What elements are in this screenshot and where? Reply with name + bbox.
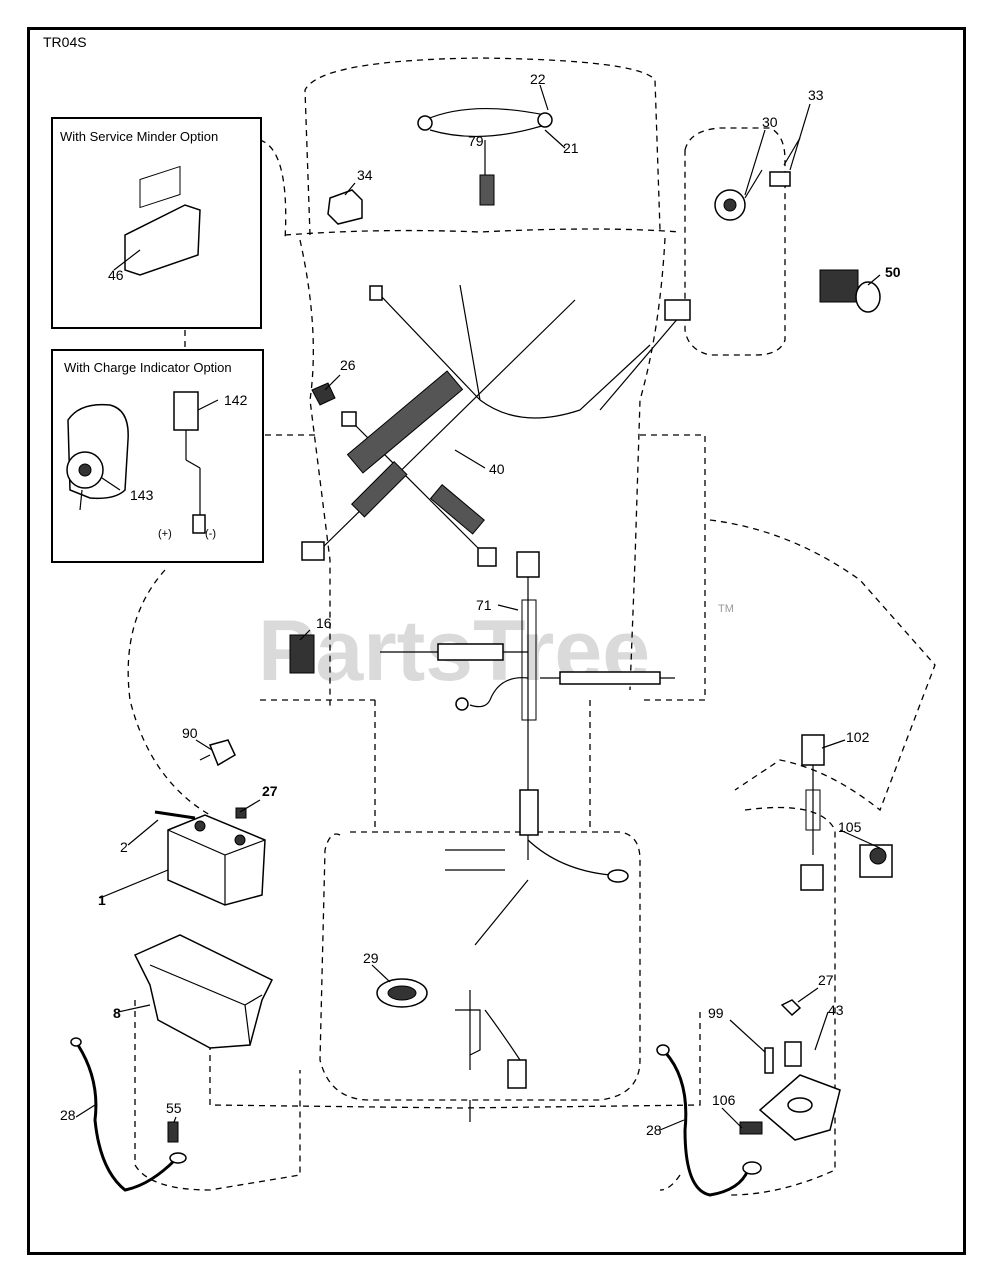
clip-106: [739, 1121, 763, 1135]
right-fender-outline: [709, 519, 936, 812]
polarity-plus: (+): [158, 528, 172, 540]
callout-102: 102: [846, 729, 870, 745]
battery-nut: [235, 807, 247, 819]
relay-harness-102: [800, 734, 825, 891]
charge-indicator-title: With Charge Indicator Option: [64, 360, 232, 375]
fuse-26: [311, 382, 336, 406]
component-16: [289, 634, 315, 674]
ignition-key: [769, 137, 801, 187]
callout-46: 46: [108, 267, 124, 283]
service-minder-module-icon: [124, 165, 201, 276]
bolt-55: [167, 1121, 179, 1143]
callout-143: 143: [130, 487, 154, 503]
bolt-99: [764, 1047, 774, 1074]
callout-27-battery: 27: [262, 783, 278, 799]
battery: [167, 814, 266, 906]
callout-55: 55: [166, 1100, 182, 1116]
pto-switch: [819, 269, 881, 313]
callout-40: 40: [489, 461, 505, 477]
callout-71: 71: [476, 597, 492, 613]
hood-outline: [304, 57, 661, 236]
switch-90: [199, 739, 236, 767]
polarity-minus: (-): [205, 528, 216, 540]
charge-indicator-harness-icon: [173, 391, 206, 534]
nut-27: [780, 999, 802, 1017]
callout-28-right: 28: [646, 1122, 662, 1138]
callout-30: 30: [762, 114, 778, 130]
callout-28-left: 28: [60, 1107, 76, 1123]
solenoid-105: [859, 844, 893, 878]
callout-43: 43: [828, 1002, 844, 1018]
callout-33: 33: [808, 87, 824, 103]
callout-8: 8: [113, 1005, 121, 1021]
component-29: [376, 978, 428, 1008]
rear-outline: [209, 806, 836, 1196]
harness-71: [380, 551, 675, 946]
callout-26: 26: [340, 357, 356, 373]
callout-105: 105: [838, 819, 862, 835]
callout-142: 142: [224, 392, 248, 408]
rear-harness: [455, 990, 527, 1122]
diagram-frame: [27, 27, 966, 1255]
leader-lines: [75, 84, 881, 1131]
diagram-code: TR04S: [43, 34, 87, 50]
chassis-outline: [260, 434, 706, 830]
callout-90: 90: [182, 725, 198, 741]
battery-tray: [133, 934, 274, 1049]
callout-16: 16: [316, 615, 332, 631]
frame-outline-right: [629, 237, 666, 691]
frame-outline-left: [299, 239, 331, 710]
headlight-harness: [417, 107, 553, 206]
positive-cable: [656, 1044, 762, 1197]
negative-cable: [70, 1037, 187, 1192]
callout-22: 22: [530, 71, 546, 87]
main-harness: [301, 284, 691, 567]
starter-bracket: [758, 1041, 841, 1141]
callout-27-starter: 27: [818, 972, 834, 988]
callout-2: 2: [120, 839, 128, 855]
callout-29: 29: [363, 950, 379, 966]
callout-34: 34: [357, 167, 373, 183]
watermark-tm: TM: [718, 603, 734, 615]
callout-99: 99: [708, 1005, 724, 1021]
callout-50: 50: [885, 264, 901, 280]
ignition-switch: [714, 169, 763, 221]
callout-106: 106: [712, 1092, 736, 1108]
callout-79: 79: [468, 133, 484, 149]
right-panel-outline: [684, 127, 786, 356]
switch-34: [327, 189, 363, 225]
callout-1: 1: [98, 892, 106, 908]
callout-21: 21: [563, 140, 579, 156]
left-fender-outline: [127, 569, 211, 816]
service-minder-title: With Service Minder Option: [60, 129, 218, 144]
battery-bolt: [154, 810, 196, 820]
dash-panel-outline: [284, 228, 681, 236]
battery-area-outline: [134, 1000, 301, 1191]
charge-indicator-module-icon: [66, 403, 129, 511]
